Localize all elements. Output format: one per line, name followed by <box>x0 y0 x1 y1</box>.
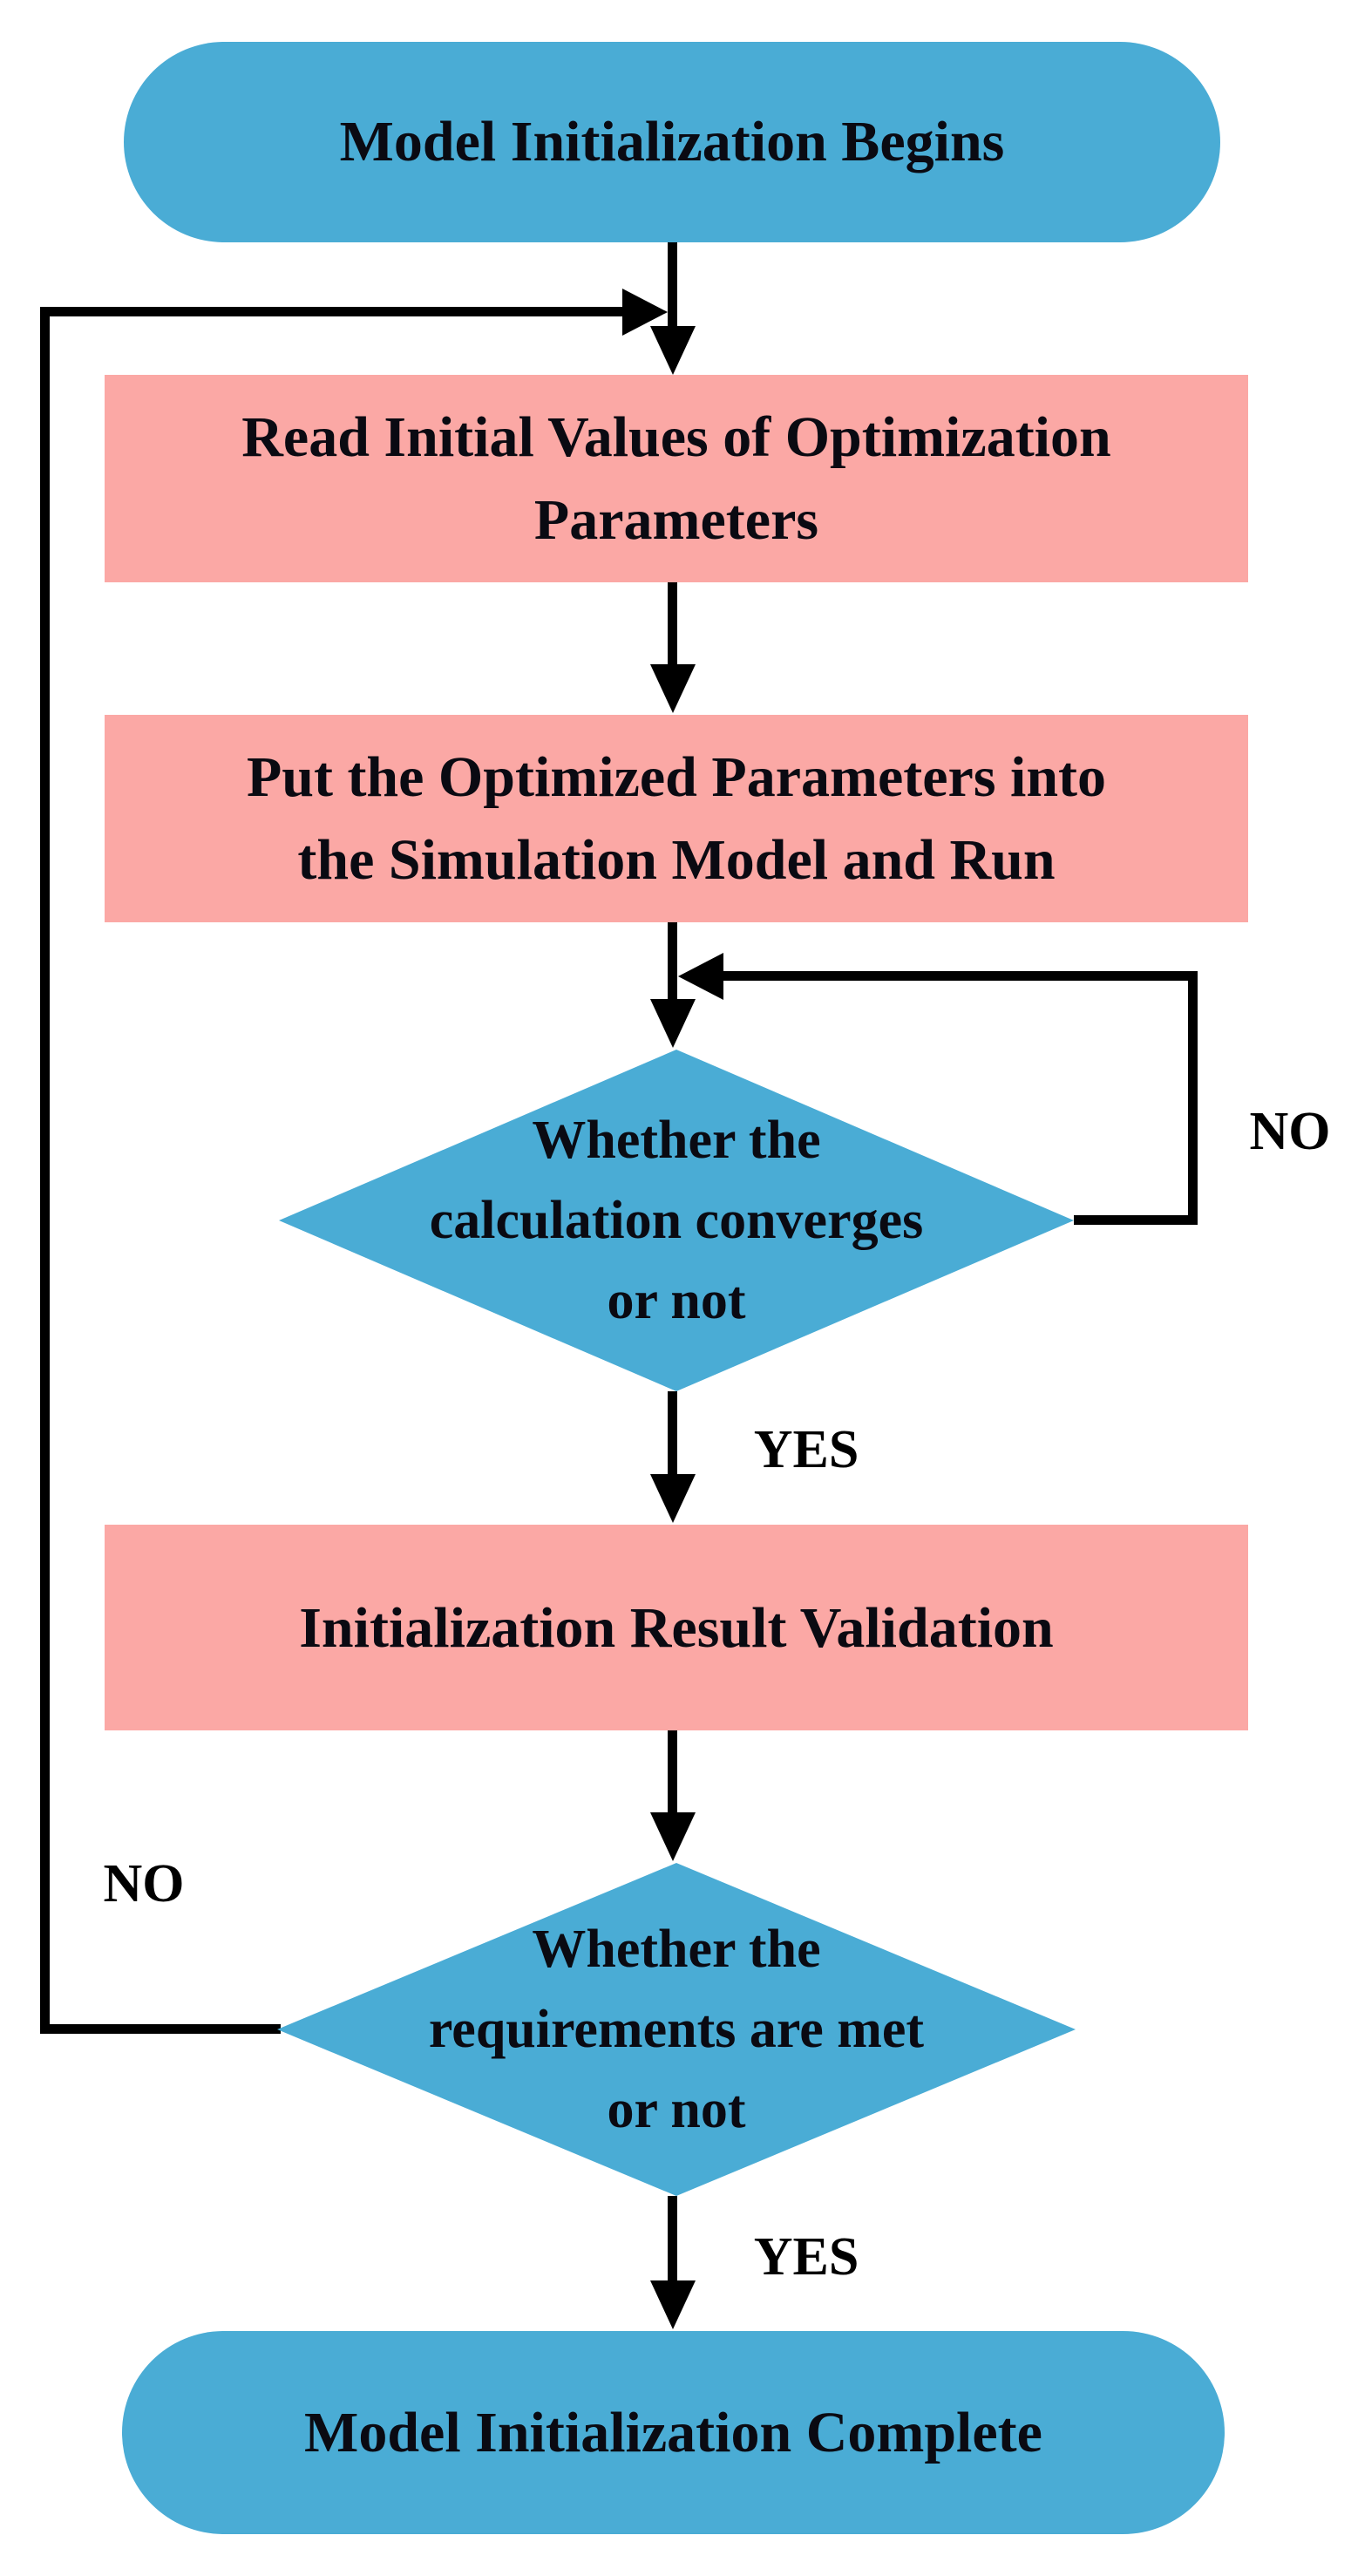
connector-loop-left-top <box>40 307 622 316</box>
edge-label-requirements-yes: YES <box>753 2227 859 2287</box>
node-run-model-line2: the Simulation Model and Run <box>297 828 1056 892</box>
node-converge-line2: calculation converges <box>429 1191 924 1250</box>
node-requirements-line1: Whether the <box>532 1920 821 1979</box>
edge-label-converge-yes: YES <box>753 1420 859 1479</box>
edge-label-requirements-no: NO <box>103 1854 185 1913</box>
connector-run-to-converge <box>668 922 677 1003</box>
node-read-params-line2: Parameters <box>533 488 819 552</box>
arrowhead-loop-right-junction <box>678 953 723 1000</box>
connector-loop-left-vertical <box>40 307 50 2034</box>
connector-requirements-to-complete <box>668 2196 677 2284</box>
node-converge-check-decision: Whether the calculation converges or not <box>279 1050 1074 1391</box>
node-requirements-line3: or not <box>607 2080 746 2139</box>
node-complete-terminator: Model Initialization Complete <box>122 2331 1225 2534</box>
node-read-params-line1: Read Initial Values of Optimization <box>241 405 1111 469</box>
edge-label-converge-no: NO <box>1249 1102 1331 1161</box>
node-validation-process: Initialization Result Validation <box>105 1525 1248 1730</box>
connector-start-to-read <box>668 242 677 330</box>
arrowhead-into-validation <box>650 1474 696 1523</box>
connector-converge-to-validation <box>668 1391 677 1478</box>
connector-loop-left-bottom <box>40 2024 281 2034</box>
node-run-model-line1: Put the Optimized Parameters into <box>246 745 1107 809</box>
node-run-model-process: Put the Optimized Parameters into the Si… <box>105 715 1248 922</box>
node-start-terminator: Model Initialization Begins <box>124 42 1220 242</box>
arrowhead-into-requirements-check <box>650 1812 696 1861</box>
arrowhead-into-converge-check <box>650 999 696 1048</box>
connector-loop-right-vertical <box>1188 971 1198 1225</box>
node-requirements-line2: requirements are met <box>428 2000 925 2059</box>
arrowhead-into-run-model <box>650 664 696 713</box>
node-read-params-process: Read Initial Values of Optimization Para… <box>105 375 1248 582</box>
node-complete-label: Model Initialization Complete <box>304 2400 1042 2464</box>
node-converge-line3: or not <box>607 1271 746 1330</box>
arrowhead-into-complete <box>650 2280 696 2329</box>
connector-loop-right-top <box>723 971 1198 981</box>
connector-validation-to-requirements <box>668 1730 677 1816</box>
node-requirements-check-decision: Whether the requirements are met or not <box>277 1863 1076 2196</box>
connector-read-to-run <box>668 582 677 669</box>
node-validation-label: Initialization Result Validation <box>299 1595 1054 1660</box>
node-start-label: Model Initialization Begins <box>339 110 1005 173</box>
node-converge-line1: Whether the <box>532 1111 821 1170</box>
arrowhead-loop-left-junction <box>622 289 668 336</box>
connector-loop-right-bottom <box>1074 1215 1198 1225</box>
